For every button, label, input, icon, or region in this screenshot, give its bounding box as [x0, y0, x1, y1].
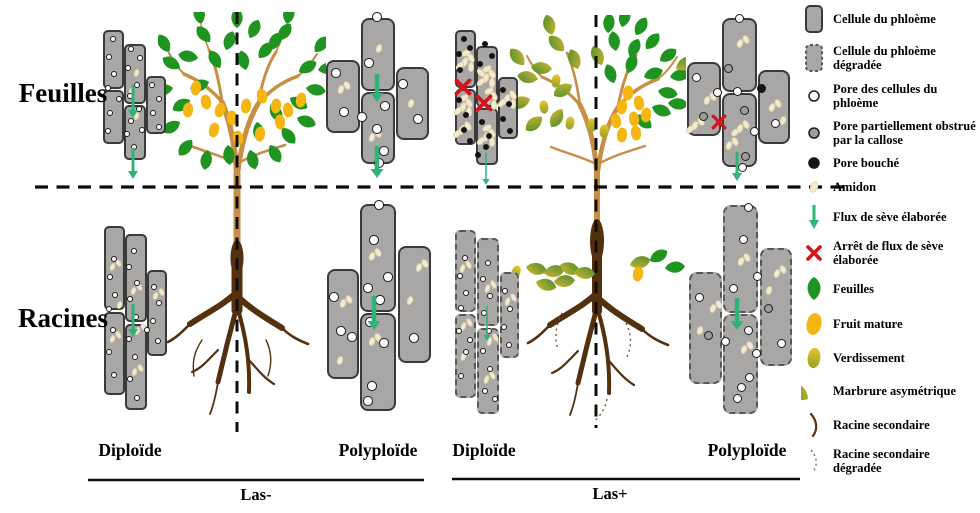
row-label-feuilles: Feuilles [18, 78, 108, 108]
legend-item-phloem-cell: Cellule du phloème [801, 4, 979, 34]
legend-label: Cellule du phloème dégradée [833, 44, 936, 72]
legend-item-sap-stop: Arrêt de flux de sève élaborée [801, 239, 979, 267]
leaf-mottled-icon [801, 379, 827, 403]
legend-label: Fruit mature [833, 317, 903, 331]
legend-item-secondary-root: Racine secondaire [801, 412, 979, 438]
legend-item-fruit-greening: Verdissement [801, 346, 979, 370]
pore-plugged-icon [801, 156, 827, 170]
legend-label: Feuilles [833, 282, 874, 296]
legend-item-fruit-mature: Fruit mature [801, 311, 979, 337]
legend-label: Marbrure asymétrique [833, 384, 957, 398]
legend-item-starch: Amidon [801, 179, 979, 195]
fruit-greening-icon [801, 346, 827, 370]
phloem-cell-icon [801, 4, 827, 34]
group-label-polyploid-las-plus: Polyploïde [707, 440, 787, 460]
legend-label: Racine secondaire [833, 418, 930, 432]
condition-label-las-plus: Las+ [592, 484, 628, 503]
pore-callose-icon [801, 126, 827, 140]
phloem-cell-degraded-icon [801, 43, 827, 73]
legend-item-secondary-root-degraded: Racine secondaire dégradée [801, 447, 979, 475]
sap-flow-icon [801, 204, 827, 230]
fruit-mature-icon [801, 311, 827, 337]
legend-label: Racine secondaire dégradée [833, 447, 930, 475]
degraded-secondary-roots [555, 312, 632, 423]
legend-label: Pore des cellules du phloème [833, 82, 938, 110]
condition-label-las-minus: Las- [240, 485, 272, 504]
legend-item-pore-callose: Pore partiellement obstrué par la callos… [801, 119, 979, 147]
legend-label: Arrêt de flux de sève élaborée [833, 239, 944, 267]
legend-item-phloem-cell-degraded: Cellule du phloème dégradée [801, 43, 979, 73]
legend-item-pore-plugged: Pore bouché [801, 156, 979, 170]
legend-item-leaf: Feuilles [801, 276, 979, 302]
group-label-polyploid-las-minus: Polyploïde [338, 440, 418, 460]
row-label-racines: Racines [18, 303, 108, 333]
group-label-diploid-las-minus: Diploïde [98, 440, 162, 460]
leaf-icon [801, 276, 827, 302]
secondary-root-icon [801, 412, 827, 438]
legend-label: Amidon [833, 180, 877, 194]
group-label-diploid-las-plus: Diploïde [452, 440, 516, 460]
legend-item-pore-open: Pore des cellules du phloème [801, 82, 979, 110]
legend-label: Pore partiellement obstrué par la callos… [833, 119, 976, 147]
legend-label: Flux de sève élaborée [833, 210, 947, 224]
legend-item-leaf-mottled: Marbrure asymétrique [801, 379, 979, 403]
legend-item-sap-flow: Flux de sève élaborée [801, 204, 979, 230]
starch-icon [801, 179, 827, 195]
legend-label: Cellule du phloème [833, 12, 936, 26]
legend-label: Pore bouché [833, 156, 900, 170]
legend-label: Verdissement [833, 351, 905, 365]
pore-open-icon [801, 89, 827, 103]
sap-stop-icon [801, 244, 827, 262]
secondary-root-degraded-icon [801, 448, 827, 474]
